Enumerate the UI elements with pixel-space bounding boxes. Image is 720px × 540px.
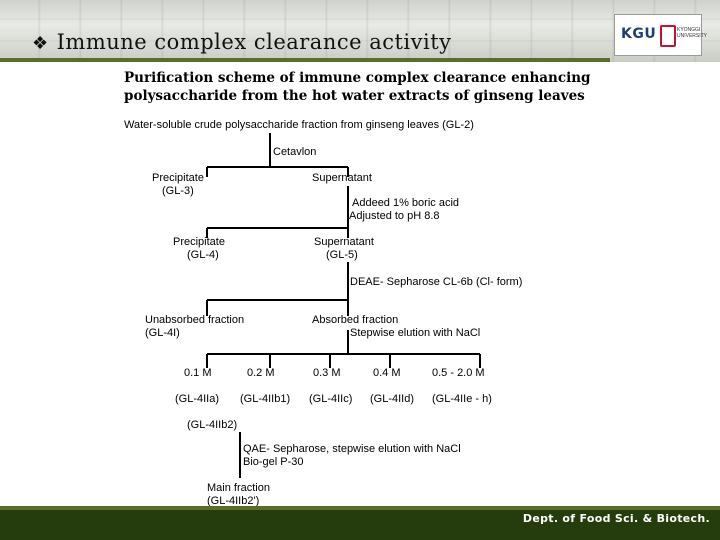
- fraction-code: (GL-4IId): [370, 393, 415, 405]
- header-banner: [0, 0, 720, 62]
- step-qae-line1: QAE- Sepharose, stepwise elution with Na…: [243, 443, 461, 455]
- footer-bar: [0, 506, 720, 540]
- logo-abbr: KGU: [621, 26, 657, 42]
- step-cetavlon: Cetavlon: [273, 146, 317, 158]
- fraction-conc: 0.1 M: [184, 367, 212, 379]
- scheme-heading-line2: polysaccharide from the hot water extrac…: [124, 88, 585, 104]
- precipitate-gl3: Precipitate (GL-3): [152, 172, 204, 198]
- fraction-conc: 0.4 M: [373, 367, 401, 379]
- fraction-code: (GL-4IIa): [175, 393, 220, 405]
- precipitate-code: (GL-3): [162, 185, 194, 197]
- footer-rule: [0, 506, 720, 510]
- start-fraction: Water-soluble crude polysaccharide fract…: [124, 119, 474, 131]
- step-deae: DEAE- Sepharose CL-6b (Cl- form): [350, 276, 523, 288]
- main-fraction-label: Main fraction: [207, 482, 270, 494]
- step-boric-acid: Addeed 1% boric acid Adjusted to pH 8.8: [349, 197, 460, 223]
- step-qae-line2: Bio-gel P-30: [243, 456, 304, 468]
- unabsorbed-label: Unabsorbed fraction: [145, 314, 245, 326]
- diamond-bullet-icon: ❖: [32, 33, 49, 54]
- absorbed-label: Absorbed fraction: [312, 314, 399, 326]
- step-qae: QAE- Sepharose, stepwise elution with Na…: [243, 443, 461, 469]
- main-fraction: Main fraction (GL-4IIb2'): [207, 482, 270, 508]
- page-title-text: Immune complex clearance activity: [56, 30, 452, 54]
- page-title: ❖ Immune complex clearance activity: [32, 30, 452, 54]
- unabsorbed-code: (GL-4I): [145, 327, 180, 339]
- fraction-code: (GL-4IIe - h): [432, 393, 492, 405]
- supernatant-code: (GL-5): [326, 249, 358, 261]
- absorbed-elution: Stepwise elution with NaCl: [350, 327, 481, 339]
- fraction-conc: 0.2 M: [247, 367, 275, 379]
- precipitate-code: (GL-4): [187, 249, 219, 261]
- fraction-code: (GL-4IIb1): [240, 393, 291, 405]
- precipitate-gl4: Precipitate (GL-4): [173, 236, 225, 262]
- supernatant-label: Supernatant: [314, 236, 374, 248]
- footer-department: Dept. of Food Sci. & Biotech.: [522, 512, 710, 525]
- main-fraction-code: (GL-4IIb2'): [207, 495, 260, 507]
- unabsorbed-fraction: Unabsorbed fraction (GL-4I): [145, 314, 244, 340]
- supernatant-1: Supernatant: [312, 172, 372, 184]
- header-rule: [0, 58, 610, 62]
- logo-subtitle: KYONGGI UNIVERSITY: [677, 27, 708, 39]
- fraction-conc: 0.5 - 2.0 M: [432, 367, 485, 379]
- supernatant-gl5: Supernatant (GL-5): [314, 236, 374, 262]
- precipitate-label: Precipitate: [173, 236, 225, 248]
- step-boric-acid-line2: Adjusted to pH 8.8: [349, 210, 440, 222]
- logo-mark-icon: [660, 25, 676, 47]
- absorbed-fraction: Absorbed fraction Stepwise elution with …: [312, 314, 480, 340]
- scheme-heading: Purification scheme of immune complex cl…: [124, 69, 590, 105]
- university-logo: KGU KYONGGI UNIVERSITY: [614, 14, 707, 56]
- fraction-conc: 0.3 M: [313, 367, 341, 379]
- fraction-code: (GL-4IIc): [309, 393, 353, 405]
- sub-fraction: (GL-4IIb2): [187, 419, 238, 431]
- step-boric-acid-line1: Addeed 1% boric acid: [352, 197, 460, 209]
- precipitate-label: Precipitate: [152, 172, 204, 184]
- scheme-heading-line1: Purification scheme of immune complex cl…: [124, 70, 591, 86]
